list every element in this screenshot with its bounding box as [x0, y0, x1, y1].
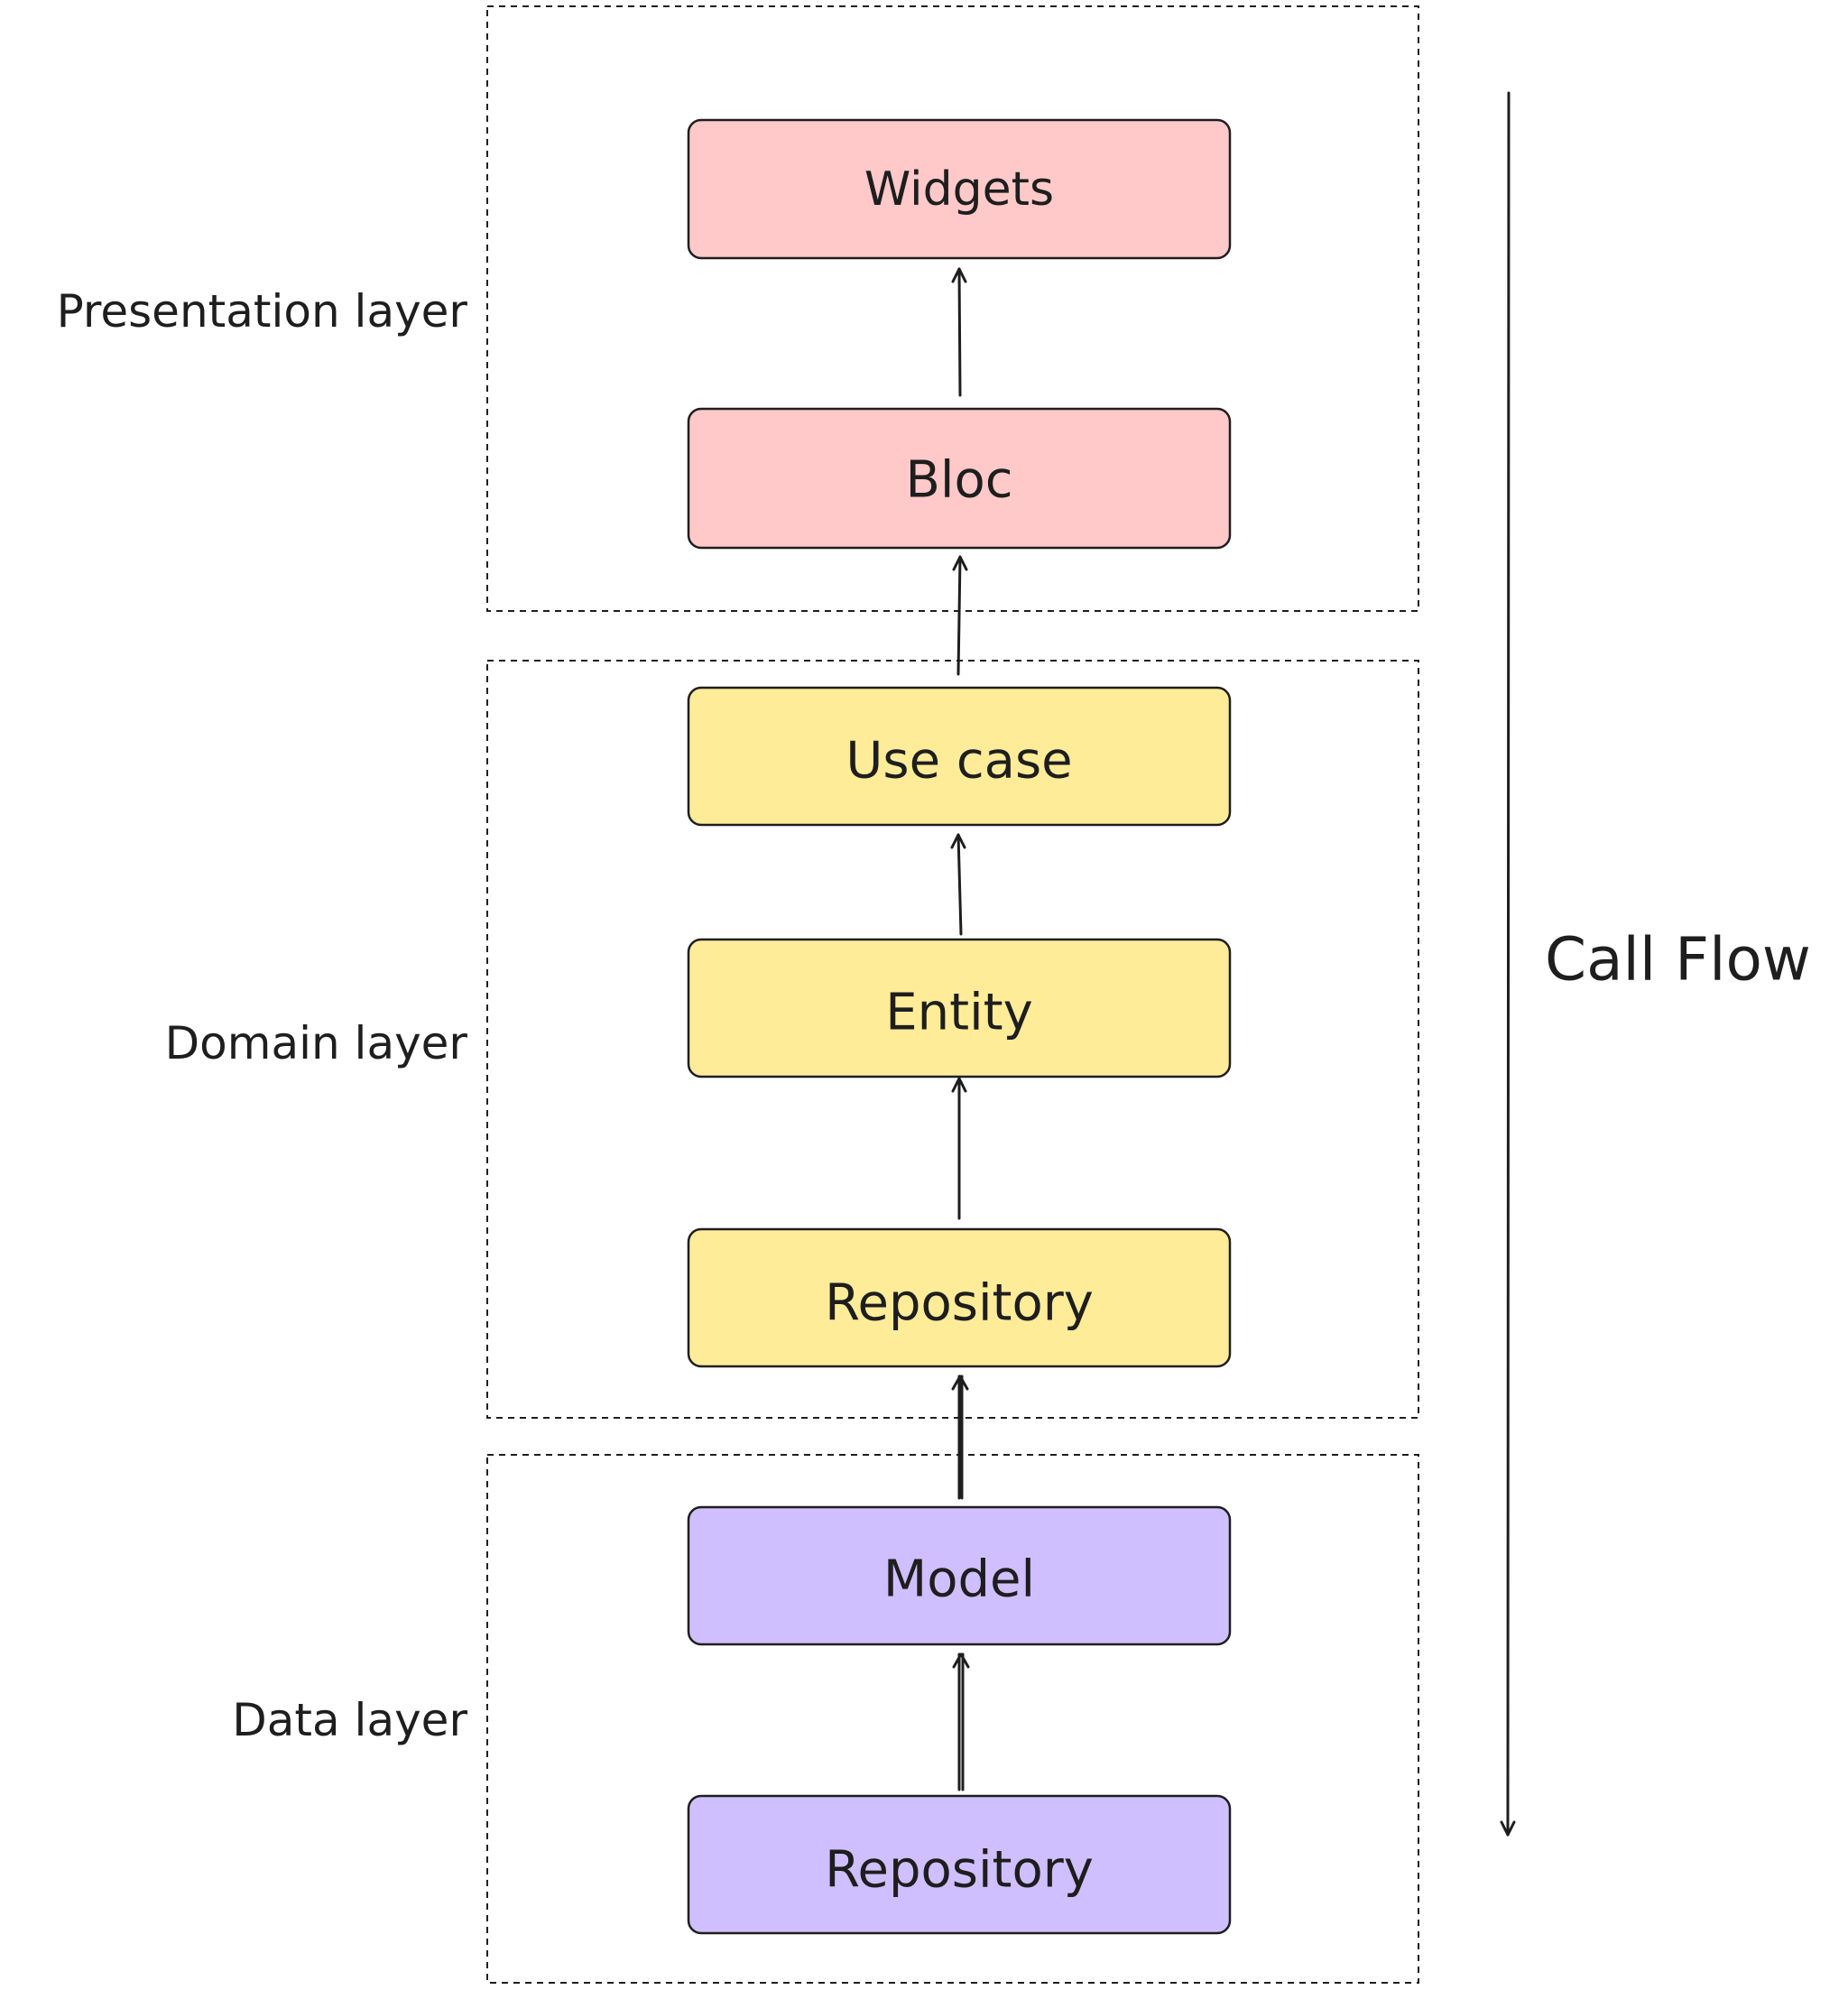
node-widgets: Widgets — [687, 118, 1232, 260]
node-domain-repository-label: Repository — [825, 1274, 1094, 1333]
node-entity: Entity — [687, 938, 1232, 1078]
node-domain-repository: Repository — [687, 1227, 1232, 1368]
domain-layer-label: Domain layer — [165, 1017, 468, 1069]
node-model: Model — [687, 1505, 1232, 1646]
node-model-box — [687, 1505, 1232, 1646]
node-data-repository-label: Repository — [825, 1841, 1094, 1900]
presentation-layer-label: Presentation layer — [57, 285, 468, 338]
call-flow-label: Call Flow — [1545, 925, 1811, 995]
node-use-case: Use case — [687, 686, 1232, 827]
node-bloc-label: Bloc — [905, 451, 1012, 510]
data-layer-label: Data layer — [232, 1694, 467, 1746]
node-entity-label: Entity — [885, 984, 1033, 1042]
node-widgets-label: Widgets — [864, 162, 1054, 217]
node-data-repository-box — [687, 1794, 1232, 1935]
edge-repository-to-entity — [951, 1077, 967, 1220]
edge-use-case-to-bloc — [952, 555, 968, 676]
node-data-repository: Repository — [687, 1794, 1232, 1935]
data-layer-box — [486, 1454, 1419, 1984]
node-model-label: Model — [883, 1550, 1035, 1609]
node-domain-repository-box — [687, 1227, 1232, 1368]
presentation-layer-box — [486, 5, 1419, 612]
edge-model-to-repository — [951, 1374, 969, 1500]
node-widgets-box — [687, 118, 1232, 260]
node-use-case-label: Use case — [845, 732, 1072, 791]
edge-bloc-to-widgets — [951, 267, 967, 397]
node-bloc-box — [687, 407, 1232, 550]
edge-data-repository-to-model — [952, 1652, 970, 1791]
edge-entity-to-use-case — [950, 833, 966, 936]
node-bloc: Bloc — [687, 407, 1232, 550]
node-entity-box — [687, 938, 1232, 1078]
node-use-case-box — [687, 686, 1232, 827]
call-flow-arrow — [1500, 91, 1516, 1837]
